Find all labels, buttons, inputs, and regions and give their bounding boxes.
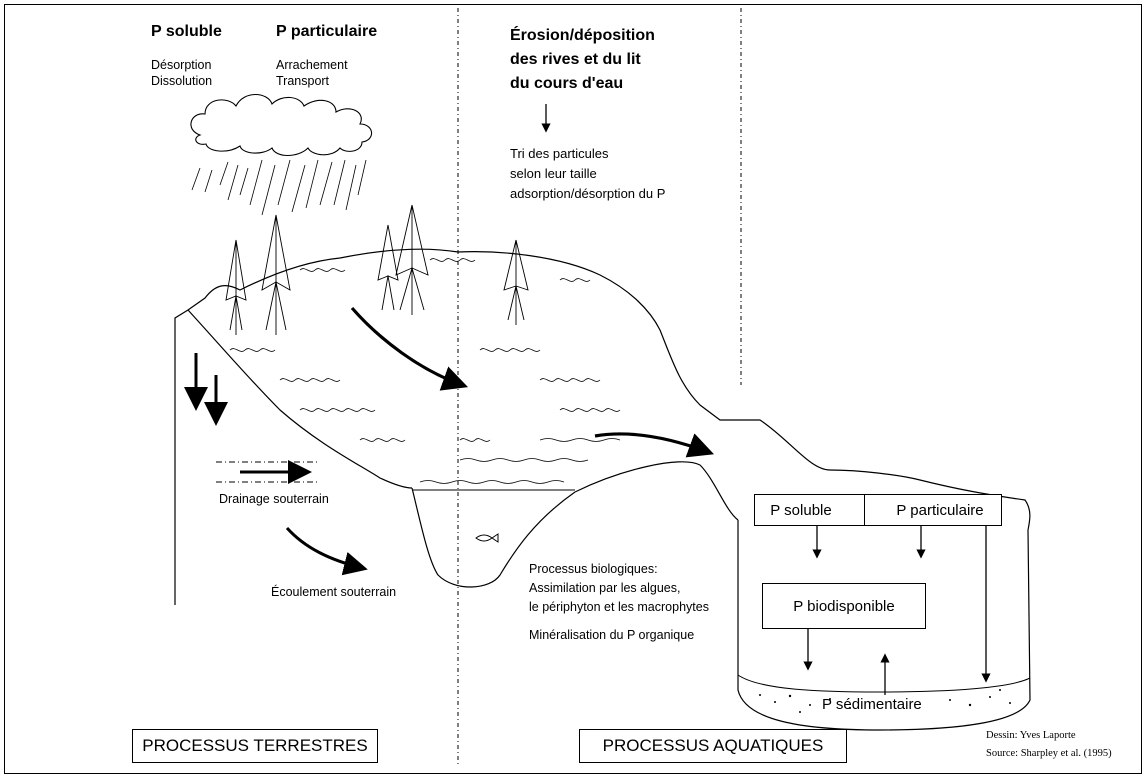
soluble-p-box: P soluble xyxy=(754,494,866,526)
groundwater-label: Écoulement souterrain xyxy=(271,585,397,599)
particulate-title: P particulaire xyxy=(276,23,378,40)
soluble-p-label: P soluble xyxy=(770,501,832,519)
erosion-result-1: Tri des particules xyxy=(510,146,609,161)
aquatic-process-label: PROCESSUS AQUATIQUES xyxy=(602,736,824,755)
sediment-dots xyxy=(759,689,1011,713)
riverbank-lower xyxy=(574,461,739,521)
mineralization-label: Minéralisation du P organique xyxy=(529,628,695,642)
aquatic-process-box: PROCESSUS AQUATIQUES xyxy=(579,729,847,763)
biological-line-2: Assimilation par les algues, xyxy=(529,581,681,595)
erosion-result-3: adsorption/désorption du P xyxy=(510,186,666,201)
diagram-frame xyxy=(4,4,1142,774)
cloud-icon xyxy=(190,93,373,157)
slope-outline xyxy=(187,309,413,489)
erosion-title-3: du cours d'eau xyxy=(510,75,624,92)
erosion-title-1: Érosion/déposition xyxy=(510,27,655,44)
drainage-label: Drainage souterrain xyxy=(219,492,329,506)
sediment-label: P sédimentaire xyxy=(822,696,922,713)
soluble-process-1: Désorption xyxy=(151,58,212,72)
erosion-title-2: des rives et du lit xyxy=(510,51,641,68)
particulate-p-label: P particulaire xyxy=(896,501,984,519)
terrain-outline xyxy=(174,248,1031,605)
sediment-layer xyxy=(737,674,1031,693)
credit-source: Source: Sharpley et al. (1995) xyxy=(986,748,1112,759)
reservoir-body xyxy=(737,520,1031,731)
soluble-process-2: Dissolution xyxy=(151,74,213,88)
stream-channel xyxy=(411,487,576,588)
groundwater-arrow xyxy=(285,526,368,576)
vegetation-icons xyxy=(229,258,621,442)
particulate-p-box: P particulaire xyxy=(864,494,1002,526)
rain-icon xyxy=(191,159,367,216)
erosion-result-2: selon leur taille xyxy=(510,166,597,181)
bioavailable-p-label: P biodisponible xyxy=(793,597,895,615)
terrestrial-process-label: PROCESSUS TERRESTRES xyxy=(142,736,368,755)
bioavailable-p-box: P biodisponible xyxy=(762,583,926,629)
credit-drawing: Dessin: Yves Laporte xyxy=(986,730,1076,741)
soluble-title: P soluble xyxy=(151,23,222,40)
terrestrial-process-box: PROCESSUS TERRESTRES xyxy=(132,729,378,763)
biological-line-3: le périphyton et les macrophytes xyxy=(529,600,709,614)
tree-icons xyxy=(225,204,529,335)
particulate-process-2: Transport xyxy=(276,74,330,88)
particulate-process-1: Arrachement xyxy=(276,58,348,72)
fish-icon xyxy=(475,533,499,543)
streamflow-arrow xyxy=(594,432,715,458)
biological-line-1: Processus biologiques: xyxy=(529,562,658,576)
water-ripples xyxy=(419,438,621,484)
runoff-arrow xyxy=(350,306,469,391)
